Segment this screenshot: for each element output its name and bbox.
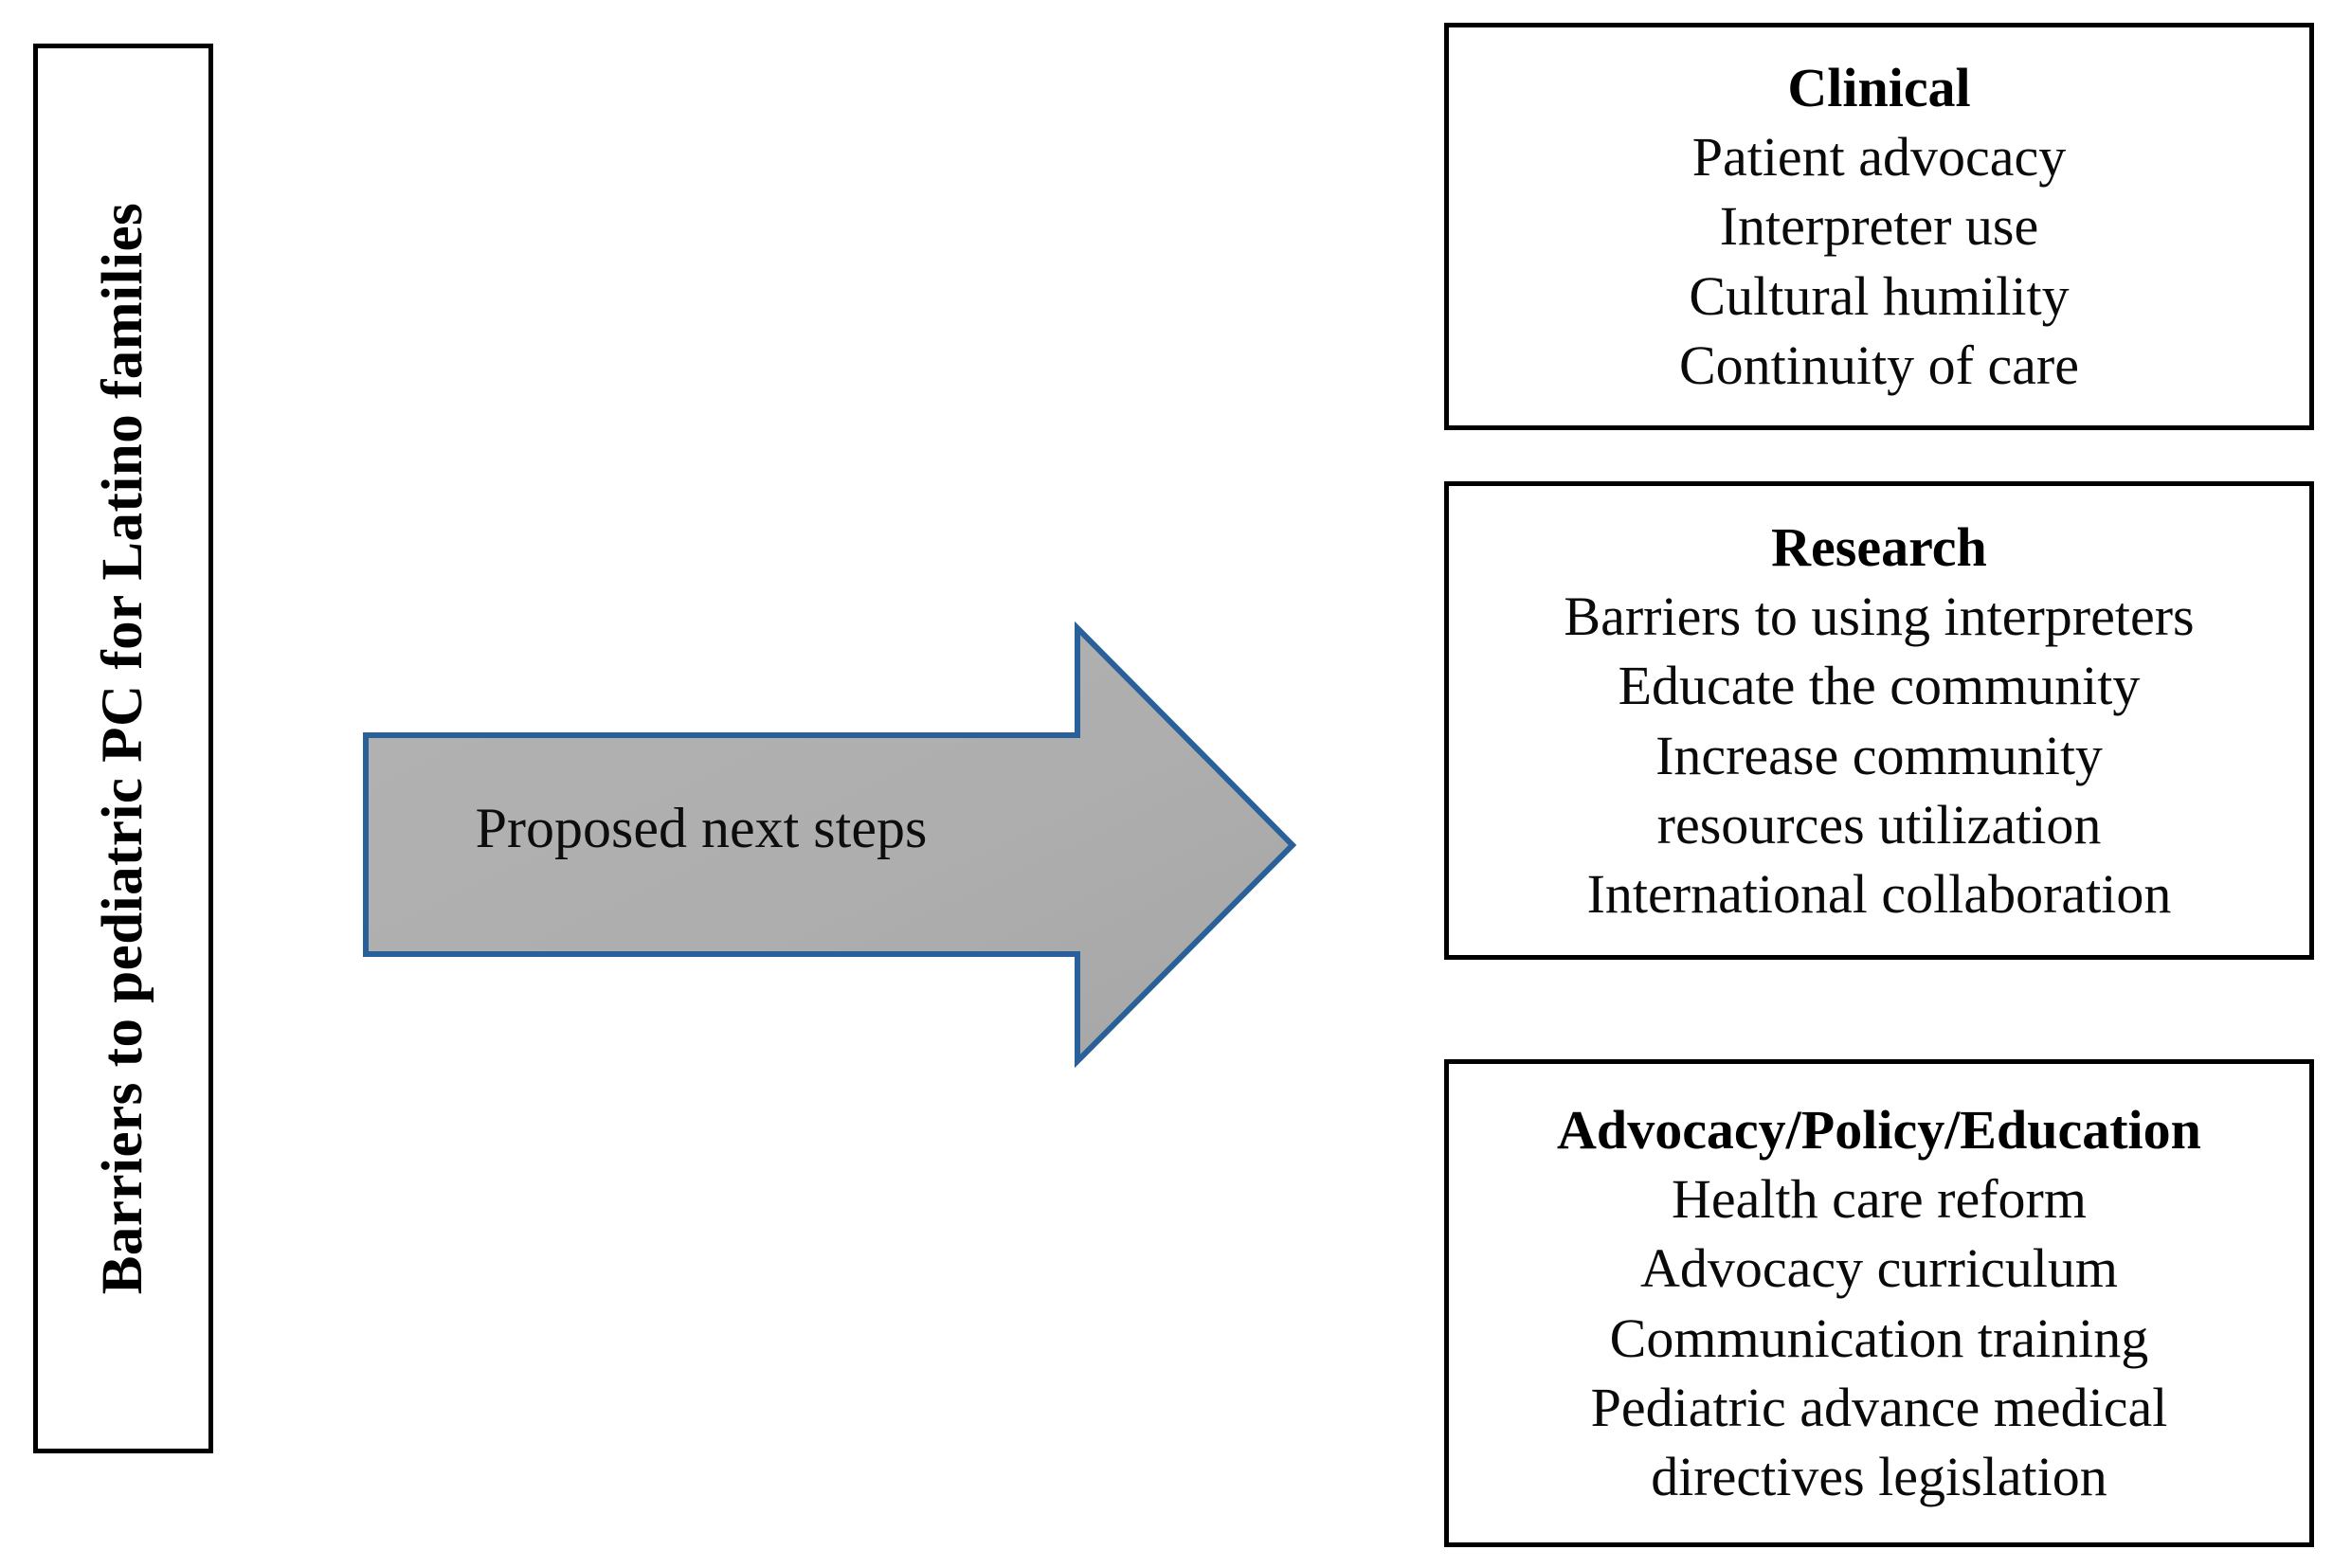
outcome-line: Barriers to using interpreters bbox=[1564, 586, 2195, 648]
outcome-line: Cultural humility bbox=[1689, 264, 2070, 327]
outcome-line: International collaboration bbox=[1586, 862, 2172, 925]
outcome-box-lines: Patient advocacy Interpreter use Cultura… bbox=[1679, 122, 2079, 399]
outcome-line: Increase community bbox=[1655, 724, 2103, 786]
outcome-line: Health care reform bbox=[1672, 1168, 2087, 1231]
source-barriers-label: Barriers to pediatric PC for Latino fami… bbox=[90, 202, 154, 1295]
outcome-line: Communication training bbox=[1609, 1307, 2149, 1369]
arrow-label: Proposed next steps bbox=[475, 797, 928, 859]
outcome-line: Advocacy curriculum bbox=[1639, 1237, 2119, 1300]
source-barriers-box: Barriers to pediatric PC for Latino fami… bbox=[33, 44, 213, 1453]
arrow-right-icon bbox=[363, 621, 1297, 1069]
outcome-line: Pediatric advance medical bbox=[1590, 1376, 2168, 1438]
outcome-line: Patient advocacy bbox=[1691, 126, 2067, 189]
outcome-box-lines: Health care reform Advocacy curriculum C… bbox=[1591, 1164, 2168, 1510]
outcome-line: Interpreter use bbox=[1719, 195, 2039, 258]
outcome-line: Educate the community bbox=[1618, 655, 2141, 717]
proposed-next-steps-arrow: Proposed next steps bbox=[360, 616, 1298, 1075]
outcome-box-research: Research Barriers to using interpreters … bbox=[1444, 481, 2314, 960]
outcome-line: Continuity of care bbox=[1678, 333, 2079, 396]
outcome-box-title: Advocacy/Policy/Education bbox=[1557, 1099, 2201, 1162]
outcome-box-clinical: Clinical Patient advocacy Interpreter us… bbox=[1444, 23, 2314, 430]
outcome-line: directives legislation bbox=[1651, 1445, 2107, 1507]
outcome-box-advocacy-policy-education: Advocacy/Policy/Education Health care re… bbox=[1444, 1059, 2314, 1547]
outcome-box-title: Clinical bbox=[1787, 57, 1971, 119]
outcome-line: resources utilization bbox=[1656, 793, 2102, 856]
outcome-box-title: Research bbox=[1771, 516, 1987, 579]
outcome-box-lines: Barriers to using interpreters Educate t… bbox=[1564, 582, 2194, 928]
